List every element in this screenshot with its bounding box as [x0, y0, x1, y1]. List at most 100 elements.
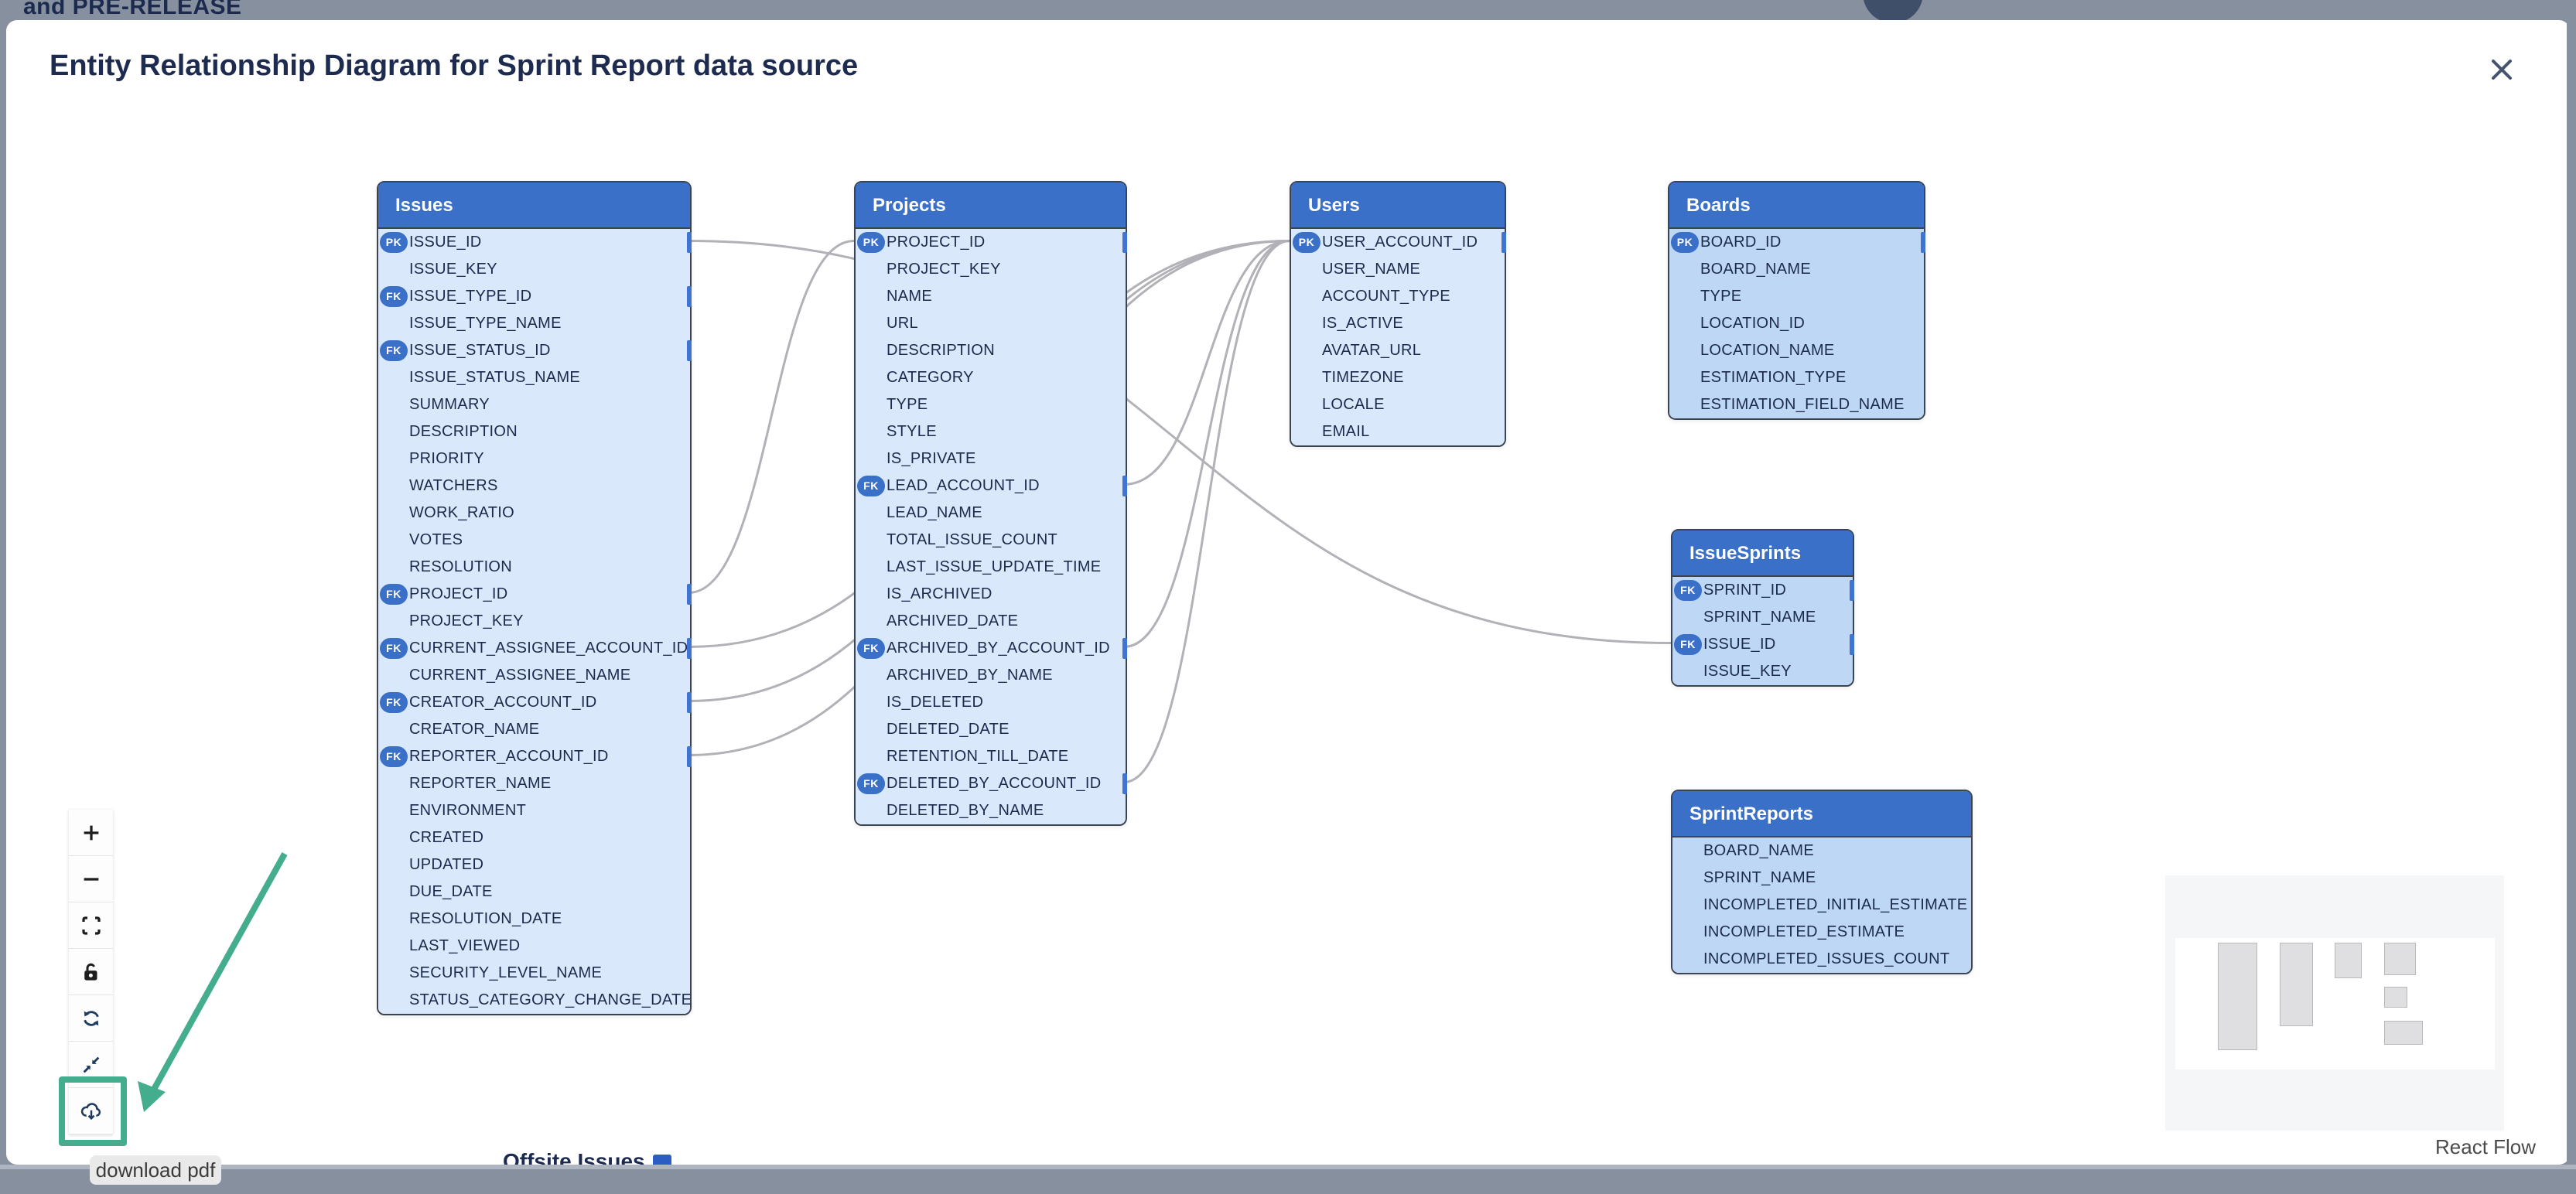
- erd-field-name: REPORTER_NAME: [409, 775, 552, 792]
- erd-field-row: LEAD_NAME: [856, 500, 1126, 527]
- erd-field-name: STATUS_CATEGORY_CHANGE_DATE: [409, 991, 692, 1008]
- collapse-icon: [83, 1056, 99, 1073]
- erd-field-row: RESOLUTION_DATE: [378, 906, 690, 933]
- erd-field-name: AVATAR_URL: [1322, 342, 1422, 359]
- erd-field-row: RESOLUTION: [378, 554, 690, 581]
- modal-title: Entity Relationship Diagram for Sprint R…: [50, 49, 859, 82]
- zoom-in-button[interactable]: [69, 810, 113, 856]
- erd-field-row: CREATED: [378, 824, 690, 851]
- erd-field-name: WORK_RATIO: [409, 504, 514, 521]
- erd-field-row: INCOMPLETED_INITIAL_ESTIMATE: [1672, 892, 1971, 919]
- erd-field-row: LAST_ISSUE_UPDATE_TIME: [856, 554, 1126, 581]
- lock-button[interactable]: [69, 949, 113, 995]
- erd-field-row: ISSUE_STATUS_NAME: [378, 364, 690, 391]
- erd-field-name: BOARD_ID: [1700, 234, 1782, 251]
- erd-field-name: IS_PRIVATE: [887, 450, 976, 467]
- erd-field-row: STYLE: [856, 418, 1126, 445]
- erd-field-name: CREATOR_NAME: [409, 721, 540, 738]
- erd-field-row: TYPE: [856, 391, 1126, 418]
- minimap[interactable]: [2165, 875, 2504, 1131]
- dim-overlay-bottom: [0, 1165, 2576, 1194]
- erd-field-row: ENVIRONMENT: [378, 797, 690, 824]
- erd-field-row: SPRINT_NAME: [1672, 604, 1853, 631]
- plus-icon: [84, 825, 98, 840]
- fk-badge: FK: [857, 476, 885, 496]
- erd-table-title: Users: [1291, 183, 1505, 229]
- erd-field-row: CURRENT_ASSIGNEE_NAME: [378, 662, 690, 689]
- erd-field-row: DESCRIPTION: [378, 418, 690, 445]
- erd-field-row: ESTIMATION_FIELD_NAME: [1669, 391, 1924, 418]
- erd-field-name: ARCHIVED_BY_ACCOUNT_ID: [887, 640, 1110, 657]
- connection-handle: [1122, 773, 1127, 794]
- refresh-icon: [83, 1010, 99, 1026]
- zoom-out-button[interactable]: [69, 856, 113, 902]
- erd-field-name: PROJECT_ID: [409, 585, 508, 602]
- background-page-text-top: and PRE-RELEASE: [23, 0, 242, 19]
- erd-field-name: IS_ARCHIVED: [887, 585, 992, 602]
- erd-field-row: DUE_DATE: [378, 878, 690, 906]
- erd-field-row: SUMMARY: [378, 391, 690, 418]
- erd-field-row: TIMEZONE: [1291, 364, 1505, 391]
- erd-field-name: SPRINT_NAME: [1703, 869, 1816, 886]
- pk-badge: PK: [380, 232, 408, 253]
- erd-field-row: URL: [856, 310, 1126, 337]
- erd-field-name: TOTAL_ISSUE_COUNT: [887, 531, 1058, 548]
- erd-field-name: PROJECT_KEY: [409, 612, 524, 629]
- pk-badge: PK: [1671, 232, 1699, 253]
- fit-view-button[interactable]: [69, 902, 113, 949]
- erd-field-name: VOTES: [409, 531, 463, 548]
- erd-field-name: ISSUE_KEY: [409, 261, 497, 278]
- erd-field-name: ISSUE_TYPE_NAME: [409, 315, 562, 332]
- erd-field-row: INCOMPLETED_ISSUES_COUNT: [1672, 946, 1971, 973]
- erd-field-name: ACCOUNT_TYPE: [1322, 288, 1450, 305]
- erd-table-title: SprintReports: [1672, 791, 1971, 838]
- download-pdf-button[interactable]: [69, 1088, 113, 1134]
- connection-handle: [687, 584, 692, 605]
- erd-field-row: LOCATION_ID: [1669, 310, 1924, 337]
- erd-field-name: URL: [887, 315, 918, 332]
- erd-field-row: TOTAL_ISSUE_COUNT: [856, 527, 1126, 554]
- refresh-layout-button[interactable]: [69, 995, 113, 1042]
- connection-handle: [1850, 634, 1854, 655]
- erd-field-row: SECURITY_LEVEL_NAME: [378, 960, 690, 987]
- connection-handle: [1122, 476, 1127, 496]
- minimap-node-projects: [2280, 943, 2313, 1026]
- erd-field-name: ISSUE_STATUS_NAME: [409, 369, 581, 386]
- erd-field-name: RETENTION_TILL_DATE: [887, 748, 1069, 765]
- dim-overlay-right: [2567, 0, 2576, 1194]
- erd-field-name: INCOMPLETED_INITIAL_ESTIMATE: [1703, 896, 1968, 913]
- erd-field-row: LOCALE: [1291, 391, 1505, 418]
- erd-edge: [1123, 240, 1290, 648]
- erd-field-name: DESCRIPTION: [409, 423, 518, 440]
- fk-badge: FK: [380, 340, 408, 361]
- erd-edge: [688, 240, 1672, 644]
- erd-field-row: IS_PRIVATE: [856, 445, 1126, 472]
- erd-field-row: USER_NAME: [1291, 256, 1505, 283]
- erd-field-row: IS_ARCHIVED: [856, 581, 1126, 608]
- erd-field-row: LAST_VIEWED: [378, 933, 690, 960]
- minimap-node-sprintreports: [2384, 1021, 2423, 1045]
- erd-field-name: INCOMPLETED_ESTIMATE: [1703, 923, 1905, 940]
- pk-badge: PK: [857, 232, 885, 253]
- erd-field-name: LOCALE: [1322, 396, 1385, 413]
- erd-field-name: RESOLUTION_DATE: [409, 910, 562, 927]
- connection-handle: [1921, 232, 1925, 253]
- erd-field-row: WATCHERS: [378, 472, 690, 500]
- erd-field-row: IS_DELETED: [856, 689, 1126, 716]
- close-button[interactable]: [2479, 48, 2525, 94]
- collapse-button[interactable]: [69, 1042, 113, 1088]
- react-flow-attribution: React Flow: [2435, 1135, 2537, 1158]
- erd-edge: [688, 240, 855, 594]
